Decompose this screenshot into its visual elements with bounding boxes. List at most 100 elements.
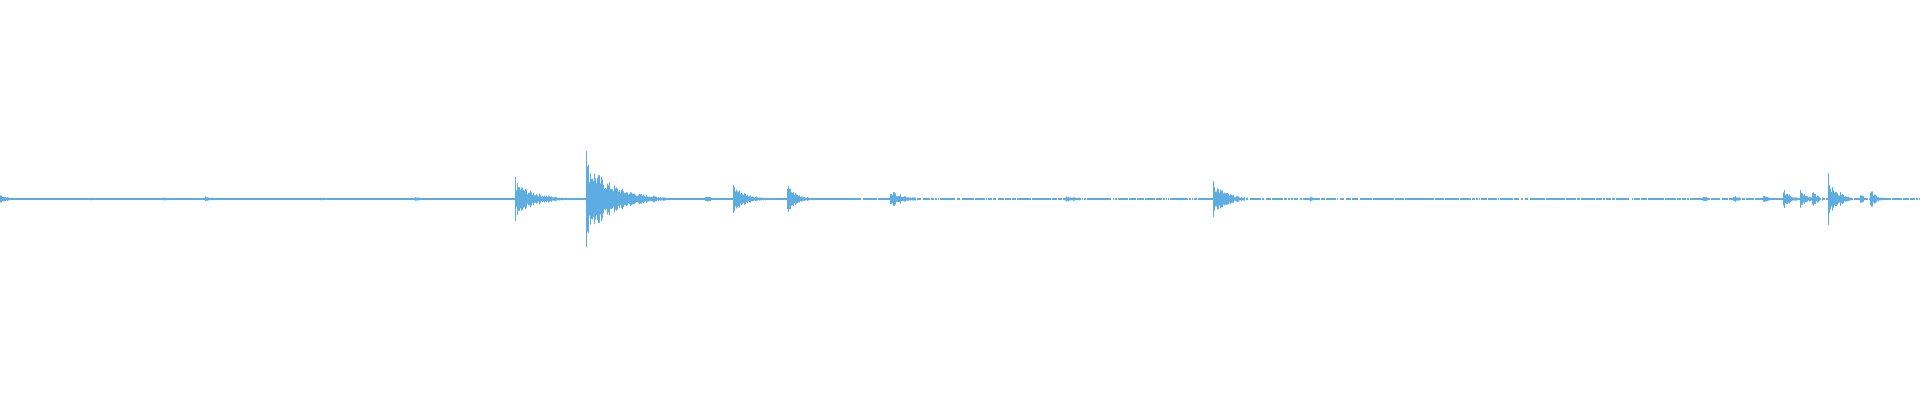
waveform-sample	[1547, 198, 1548, 200]
waveform-sample	[125, 198, 126, 200]
waveform-sample	[1798, 197, 1799, 201]
waveform-sample	[1308, 198, 1309, 200]
waveform-sample	[1792, 197, 1793, 201]
waveform-sample	[1250, 198, 1251, 201]
waveform-sample	[427, 198, 428, 200]
waveform-sample	[875, 198, 876, 200]
waveform-sample	[1589, 198, 1590, 200]
waveform-sample	[1255, 198, 1256, 200]
waveform-sample	[1237, 196, 1238, 202]
waveform-sample	[174, 198, 175, 200]
waveform-sample	[431, 198, 432, 200]
waveform-sample	[1189, 198, 1190, 200]
waveform-sample	[1185, 198, 1186, 200]
waveform-sample	[1384, 198, 1385, 200]
waveform-sample	[867, 198, 868, 200]
waveform-sample	[1587, 198, 1588, 200]
waveform-sample	[1252, 198, 1253, 200]
waveform-sample	[1567, 198, 1568, 200]
waveform-sample	[1486, 198, 1487, 200]
waveform-sample	[1056, 198, 1057, 200]
waveform-sample	[898, 196, 899, 202]
waveform-sample	[450, 198, 451, 200]
waveform-sample	[1834, 192, 1835, 206]
waveform-sample	[1000, 198, 1001, 200]
waveform-sample	[904, 196, 905, 202]
waveform-sample	[564, 198, 565, 200]
waveform-sample	[311, 198, 312, 200]
waveform-sample	[1399, 198, 1400, 200]
waveform-sample	[393, 198, 394, 200]
waveform-sample	[1795, 197, 1796, 201]
waveform-sample	[447, 198, 448, 200]
waveform-sample	[200, 198, 201, 200]
waveform-sample	[716, 198, 717, 200]
waveform-sample	[1132, 198, 1133, 200]
waveform-sample	[23, 198, 24, 200]
waveform-sample	[1472, 198, 1473, 200]
waveform-sample	[209, 197, 210, 201]
waveform-sample	[1765, 196, 1766, 202]
waveform-sample	[1364, 198, 1365, 200]
waveform-sample	[1683, 198, 1684, 200]
waveform-sample	[1603, 198, 1604, 200]
waveform-sample	[1176, 198, 1177, 200]
waveform-sample	[903, 196, 904, 202]
waveform-sample	[1044, 198, 1045, 200]
waveform-sample	[99, 198, 100, 200]
waveform-sample	[1060, 198, 1061, 200]
waveform-sample	[933, 198, 934, 200]
waveform-sample	[665, 197, 666, 201]
waveform-sample	[1899, 198, 1900, 200]
waveform-sample	[13, 198, 14, 200]
waveform-sample	[662, 197, 663, 201]
waveform-sample	[167, 198, 168, 200]
waveform-sample	[664, 197, 665, 201]
waveform-sample	[1801, 193, 1802, 205]
waveform-sample	[685, 198, 686, 200]
waveform-sample	[1822, 197, 1823, 201]
waveform-sample	[269, 198, 270, 200]
waveform-sample	[576, 198, 577, 200]
waveform-sample	[622, 188, 623, 210]
waveform-sample	[1446, 198, 1447, 200]
waveform-sample	[243, 198, 244, 200]
waveform-sample	[416, 197, 417, 201]
waveform-sample	[123, 198, 124, 200]
waveform-sample	[102, 198, 103, 200]
waveform-sample	[718, 198, 719, 200]
waveform-sample	[1668, 198, 1669, 200]
waveform-sample	[600, 183, 601, 215]
waveform-sample	[1017, 198, 1018, 200]
waveform-sample	[538, 196, 539, 202]
waveform-sample	[142, 198, 143, 200]
waveform-sample	[1694, 198, 1695, 200]
waveform-sample	[215, 198, 216, 200]
waveform-sample	[582, 198, 583, 200]
waveform-sample	[1295, 198, 1296, 200]
waveform-sample	[214, 198, 215, 200]
waveform-sample	[917, 197, 918, 201]
waveform-sample	[1641, 198, 1642, 200]
waveform-sample	[1568, 198, 1569, 200]
waveform-sample	[1342, 198, 1343, 200]
waveform-sample	[88, 198, 89, 200]
waveform-sample	[865, 198, 866, 200]
waveform-sample	[1289, 198, 1290, 200]
waveform-sample	[74, 198, 75, 200]
waveform-sample	[362, 198, 363, 200]
waveform-sample	[1910, 198, 1911, 200]
waveform-sample	[879, 198, 880, 200]
waveform-sample	[1126, 198, 1127, 200]
waveform-sample	[1574, 198, 1575, 200]
waveform-sample	[968, 198, 969, 200]
waveform-sample	[839, 198, 840, 200]
waveform-sample	[421, 198, 422, 200]
waveform-sample	[1898, 198, 1899, 200]
waveform-sample	[851, 198, 852, 200]
waveform-sample	[492, 198, 493, 200]
waveform-sample	[1819, 197, 1820, 201]
waveform-sample	[1885, 198, 1886, 200]
